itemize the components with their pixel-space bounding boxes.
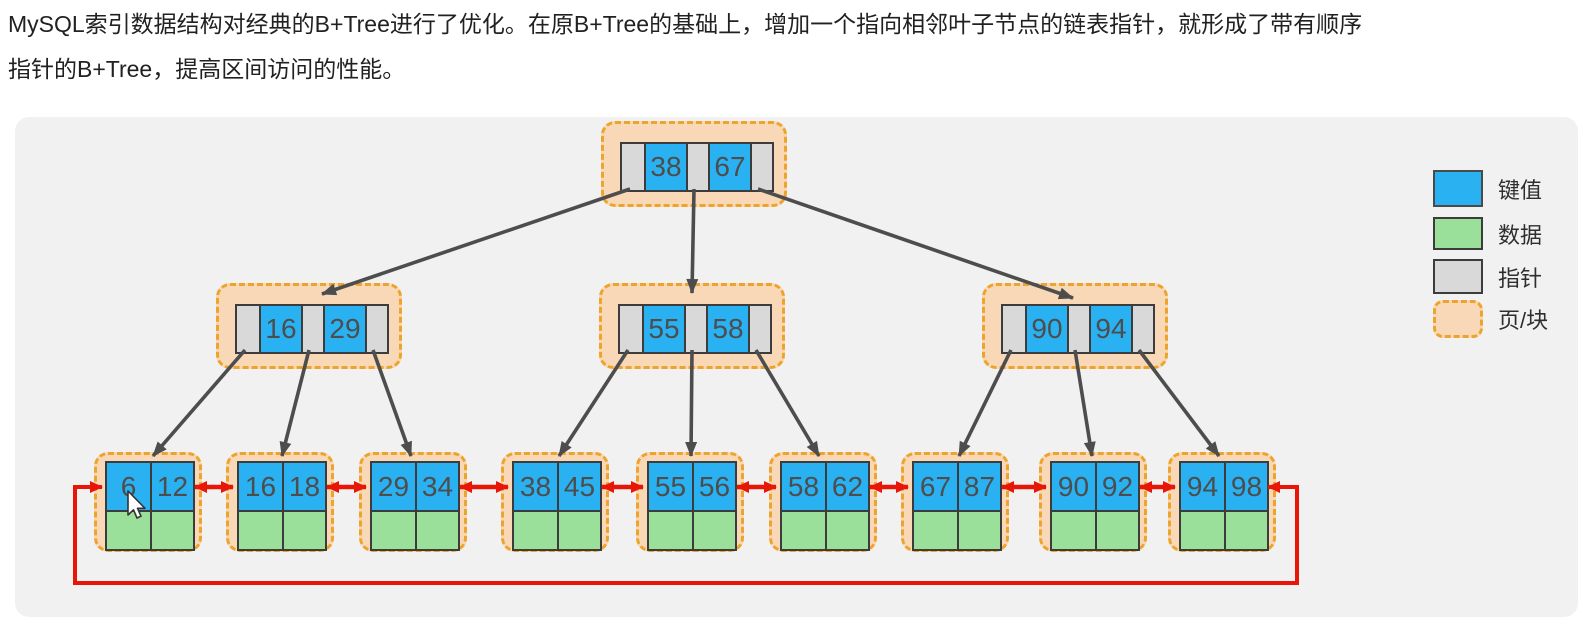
legend-label: 数据 <box>1498 222 1543 248</box>
data-swatch-icon <box>1433 217 1483 250</box>
data-cell <box>1052 512 1095 549</box>
pointer-cell <box>622 144 644 190</box>
key-swatch-icon <box>1433 170 1483 207</box>
legend-item-key: 键值 <box>1433 170 1542 207</box>
key-cell: 58 <box>706 306 748 352</box>
legend-label: 键值 <box>1498 177 1543 203</box>
key-cell: 18 <box>282 463 325 510</box>
key-cell: 90 <box>1052 463 1095 510</box>
legend-label: 页/块 <box>1498 308 1549 333</box>
key-cell: 62 <box>825 463 868 510</box>
internal-node-right-page: 90 94 <box>982 283 1168 369</box>
key-cell: 67 <box>708 144 750 190</box>
description-line-2: 指针的B+Tree，提高区间访问的性能。 <box>8 56 406 82</box>
description-text: MySQL索引数据结构对经典的B+Tree进行了优化。在原B+Tree的基础上，… <box>8 2 1573 92</box>
leaf-node-6: 58 62 <box>769 452 877 552</box>
pointer-cell <box>684 306 706 352</box>
pointer-cell <box>1003 306 1025 352</box>
pointer-swatch-icon <box>1433 259 1483 294</box>
data-cell <box>557 512 600 549</box>
key-cell: 90 <box>1025 306 1067 352</box>
internal-node-right: 90 94 <box>1001 304 1155 354</box>
data-cell <box>649 512 692 549</box>
pointer-cell <box>620 306 642 352</box>
key-cell: 67 <box>914 463 957 510</box>
data-cell <box>825 512 868 549</box>
legend-label: 指针 <box>1498 265 1543 291</box>
data-cell <box>914 512 957 549</box>
data-cell <box>1224 512 1267 549</box>
leaf-node-3: 29 34 <box>359 452 467 552</box>
pointer-cell <box>686 144 708 190</box>
key-cell: 92 <box>1095 463 1138 510</box>
internal-node-middle: 55 58 <box>618 304 772 354</box>
pointer-cell <box>750 144 772 190</box>
data-cell <box>782 512 825 549</box>
key-cell: 38 <box>644 144 686 190</box>
leaf-node-5: 55 56 <box>636 452 744 552</box>
pointer-cell <box>748 306 770 352</box>
legend-item-pointer: 指针 <box>1433 259 1542 294</box>
legend-item-page: 页/块 <box>1433 300 1548 338</box>
pointer-cell <box>1067 306 1089 352</box>
key-cell: 16 <box>239 463 282 510</box>
key-cell: 55 <box>649 463 692 510</box>
data-cell <box>415 512 458 549</box>
leaf-node-9: 94 98 <box>1168 452 1276 552</box>
data-cell <box>514 512 557 549</box>
root-node-page: 38 67 <box>601 121 787 207</box>
key-cell: 12 <box>150 463 193 510</box>
key-cell: 45 <box>557 463 600 510</box>
pointer-cell <box>301 306 323 352</box>
leaf-node-8: 90 92 <box>1039 452 1147 552</box>
key-cell: 38 <box>514 463 557 510</box>
key-cell: 94 <box>1089 306 1131 352</box>
page-block-swatch-icon <box>1433 300 1483 338</box>
data-cell <box>372 512 415 549</box>
data-cell <box>282 512 325 549</box>
key-cell: 87 <box>957 463 1000 510</box>
pointer-cell <box>365 306 387 352</box>
key-cell: 98 <box>1224 463 1267 510</box>
pointer-cell <box>1131 306 1153 352</box>
description-line-1: MySQL索引数据结构对经典的B+Tree进行了优化。在原B+Tree的基础上，… <box>8 11 1363 37</box>
mouse-cursor-icon <box>127 490 146 519</box>
internal-node-middle-page: 55 58 <box>599 283 785 369</box>
legend-item-data: 数据 <box>1433 217 1542 250</box>
data-cell <box>1181 512 1224 549</box>
key-cell: 56 <box>692 463 735 510</box>
key-cell: 55 <box>642 306 684 352</box>
key-cell: 58 <box>782 463 825 510</box>
key-cell: 16 <box>259 306 301 352</box>
leaf-node-4: 38 45 <box>501 452 609 552</box>
internal-node-left: 16 29 <box>235 304 389 354</box>
pointer-cell <box>237 306 259 352</box>
key-cell: 29 <box>372 463 415 510</box>
internal-node-left-page: 16 29 <box>216 283 402 369</box>
data-cell <box>150 512 193 549</box>
key-cell: 34 <box>415 463 458 510</box>
leaf-node-7: 67 87 <box>901 452 1009 552</box>
key-cell: 94 <box>1181 463 1224 510</box>
data-cell <box>1095 512 1138 549</box>
data-cell <box>692 512 735 549</box>
data-cell <box>957 512 1000 549</box>
leaf-node-2: 16 18 <box>226 452 334 552</box>
key-cell: 29 <box>323 306 365 352</box>
root-node: 38 67 <box>620 142 774 192</box>
data-cell <box>239 512 282 549</box>
